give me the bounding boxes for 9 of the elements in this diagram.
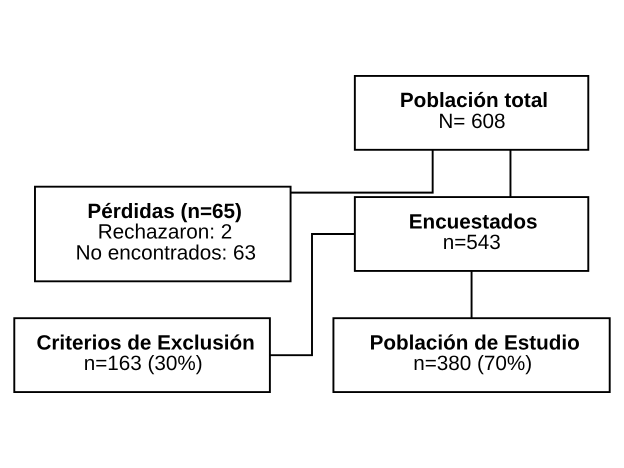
node-box: Pérdidas (n=65) Rechazaron: 2 No encontrados: 63 [34, 186, 292, 282]
node-box: Criterios de Exclusión n=163 (30%) [13, 317, 271, 394]
connector [290, 150, 434, 194]
connector [510, 150, 512, 197]
connector [470, 271, 473, 318]
connector [270, 233, 355, 356]
node-box: Población de Estudio n=380 (70%) [332, 317, 611, 394]
node-box: Encuestados n=543 [354, 196, 590, 272]
node-box: Población total N= 608 [354, 74, 590, 151]
